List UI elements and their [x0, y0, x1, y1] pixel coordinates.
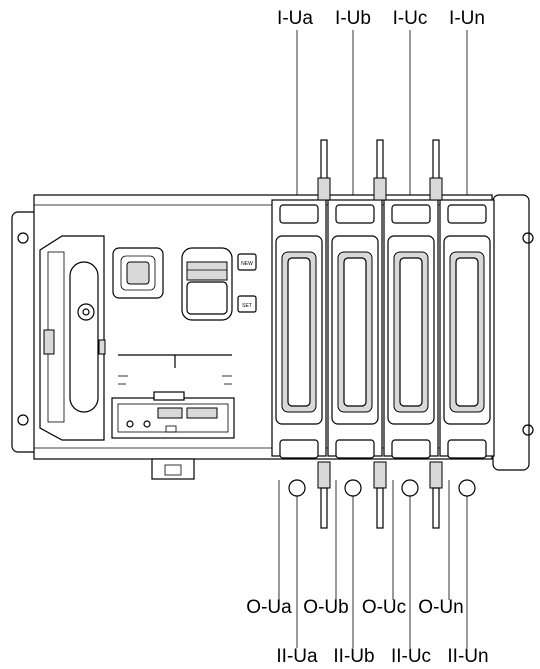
label-o-ua: O-Ua [246, 597, 292, 618]
label-ii-uc: II-Uc [391, 646, 431, 667]
label-ii-ub: II-Ub [333, 646, 374, 667]
label-ii-un: II-Un [447, 646, 488, 667]
label-i-un: I-Un [449, 8, 485, 29]
pole-modules [271, 199, 495, 459]
bottom-leader-lines [296, 496, 468, 648]
label-o-un: O-Un [418, 597, 463, 618]
control-panel: NEW SET [39, 235, 257, 441]
panel-button-new[interactable] [237, 253, 257, 271]
label-i-ua: I-Ua [277, 8, 313, 29]
label-i-ub: I-Ub [335, 8, 371, 29]
label-o-ub: O-Ub [303, 597, 348, 618]
panel-button-set[interactable] [237, 295, 257, 313]
bottom-connection-pins [317, 461, 443, 529]
panel-button-new-label: NEW [241, 261, 253, 267]
right-mounting-ear [492, 194, 534, 471]
top-leader-lines [296, 30, 468, 215]
output-leader-lines [278, 480, 450, 600]
label-ii-ua: II-Ua [276, 646, 318, 667]
panel-button-set-label: SET [242, 303, 252, 309]
top-connection-pins [317, 139, 443, 201]
label-i-uc: I-Uc [393, 8, 428, 29]
label-o-uc: O-Uc [362, 597, 406, 618]
